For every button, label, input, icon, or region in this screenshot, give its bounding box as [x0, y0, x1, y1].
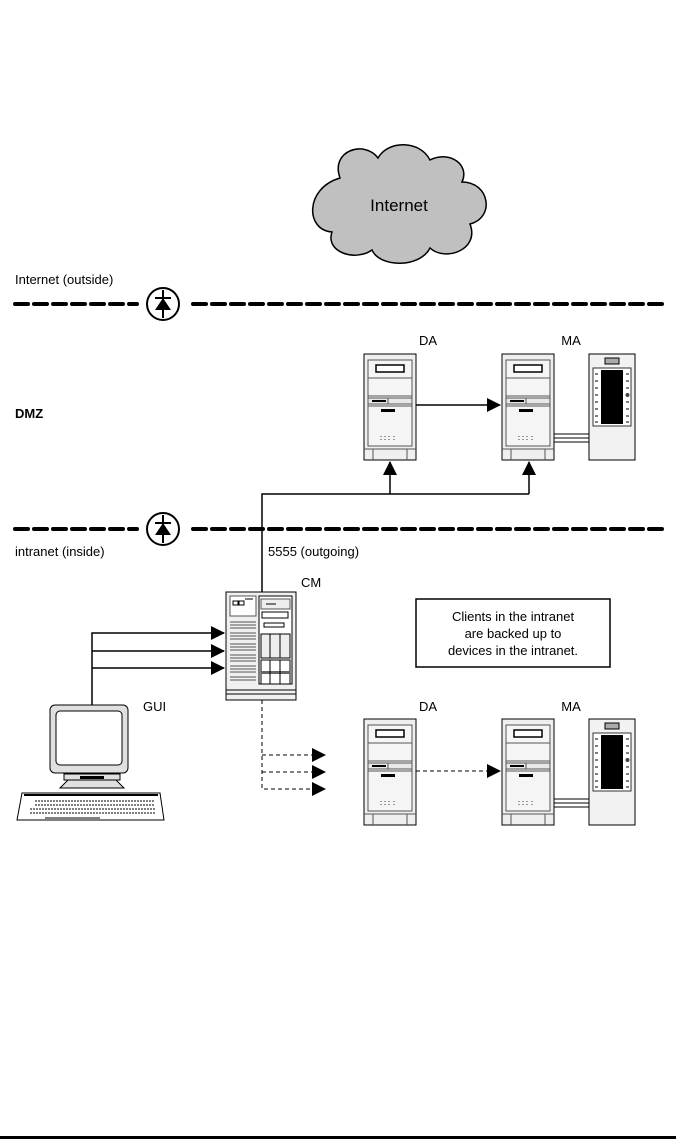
cloud-icon [311, 144, 487, 264]
intranet-ma-server-icon [501, 718, 555, 826]
note-line-2: are backed up to [465, 626, 562, 641]
firewall-boundary-outside [13, 287, 667, 321]
dmz-ma-library-cable [554, 433, 589, 443]
intranet-ma-label: MA [561, 699, 581, 714]
workstation-icon [16, 704, 165, 821]
port-label: 5555 (outgoing) [268, 544, 359, 559]
gui-label: GUI [143, 699, 166, 714]
note-line-3: devices in the intranet. [448, 643, 578, 658]
intranet-ma-library-cable [554, 798, 589, 808]
cm-server-icon [225, 591, 297, 701]
internet-cloud: Internet [311, 144, 487, 264]
cm-to-intranet-clients [261, 700, 326, 796]
cm-label: CM [301, 575, 321, 590]
zone-label-inside: intranet (inside) [15, 544, 105, 559]
cm-to-dmz-connection [261, 461, 536, 592]
dmz-tape-library-icon [588, 353, 636, 461]
dmz-da-server-icon [363, 353, 417, 461]
dmz-da-label: DA [419, 333, 437, 348]
intranet-da-label: DA [419, 699, 437, 714]
cloud-label: Internet [370, 196, 428, 215]
gui-to-cm-connection [91, 626, 225, 705]
note-line-1: Clients in the intranet [452, 609, 575, 624]
firewall-boundary-inside [13, 512, 667, 546]
page-bottom-rule [0, 1136, 676, 1139]
dmz-ma-server-icon [501, 353, 555, 461]
intranet-tape-library-icon [588, 718, 636, 826]
note-box: Clients in the intranet are backed up to… [415, 598, 611, 668]
firewall-diode-icon [146, 287, 180, 321]
firewall-diode-icon [146, 512, 180, 546]
zone-label-outside: Internet (outside) [15, 272, 113, 287]
intranet-da-server-icon [363, 718, 417, 826]
zone-label-dmz: DMZ [15, 406, 43, 421]
dmz-ma-label: MA [561, 333, 581, 348]
